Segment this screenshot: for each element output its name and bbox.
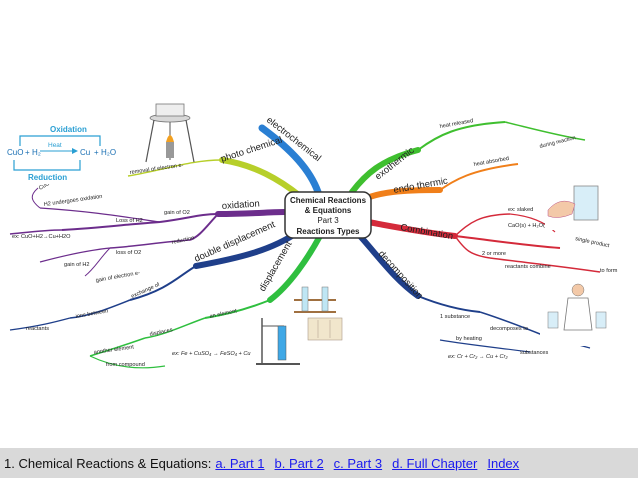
leaf-line-oxidation-2 bbox=[61, 221, 161, 231]
leaf-another-element: another element bbox=[93, 344, 134, 356]
leaf-line-dd-3 bbox=[9, 317, 71, 331]
center-line-2: & Equations bbox=[305, 206, 352, 215]
scientist-illustration bbox=[540, 278, 618, 346]
redox-reduction-label: Reduction bbox=[28, 173, 67, 182]
leaf-line-decomp-2 bbox=[479, 311, 546, 337]
leaf-decomposes-to: decomposes to bbox=[490, 326, 528, 332]
leaf-gain-of-electron: gain of electron e- bbox=[95, 270, 140, 284]
redox-reaction-diagram: Oxidation Heat CuO + H₂ Cu + H₂O Reducti… bbox=[5, 122, 123, 184]
leaf-line-decomp-1 bbox=[417, 295, 481, 313]
leaf-by-heating: by heating bbox=[456, 336, 482, 342]
branch-line-oxidation bbox=[215, 209, 288, 217]
branch-label-combination: Combination bbox=[399, 222, 453, 242]
redox-arrowhead-icon bbox=[72, 148, 78, 154]
redox-h2o: H₂O bbox=[101, 148, 116, 157]
redox-plus-2: + bbox=[94, 148, 99, 157]
footer-link-part-3[interactable]: c. Part 3 bbox=[333, 455, 383, 471]
leaf-gain-of-o2: gain of O2 bbox=[164, 210, 190, 216]
branch-line-electrochemical bbox=[258, 124, 322, 196]
leaf-line-oxidation-3 bbox=[9, 229, 63, 235]
branch-line-decomposition bbox=[357, 233, 421, 299]
leaf-line-oxidation-5 bbox=[31, 187, 41, 209]
leaf-line-oxidation-8 bbox=[84, 247, 111, 277]
leaf-line-dd-1 bbox=[129, 265, 197, 301]
center-line-1: Chemical Reactions bbox=[290, 196, 367, 205]
leaf-displacement-equation: ex: Fe + CuSO₄ → FeSO₄ + Cu bbox=[172, 351, 250, 357]
leaf-line-endo-1 bbox=[439, 163, 519, 191]
redox-oxidation-label: Oxidation bbox=[50, 125, 87, 134]
leaf-substances: substances bbox=[520, 350, 548, 356]
redox-cuo: CuO bbox=[7, 148, 23, 157]
redox-plus-1: + bbox=[25, 148, 30, 157]
footer-link-part-2[interactable]: b. Part 2 bbox=[274, 455, 324, 471]
leaf-loss-of-h2: Loss of H2 bbox=[116, 218, 143, 224]
leaf-line-oxidation-4 bbox=[39, 207, 161, 223]
leaf-h2-undergoes-oxidation: H2 undergoes oxidation bbox=[43, 194, 102, 208]
leaf-line-oxidation-9 bbox=[189, 213, 219, 241]
center-line-4: Reactions Types bbox=[297, 227, 361, 236]
footer-link-part-1[interactable]: a. Part 1 bbox=[215, 455, 265, 471]
leaf-line-comb-2 bbox=[454, 213, 511, 237]
leaf-gain-of-h2: gain of H2 bbox=[64, 262, 90, 268]
leaf-line-oxidation-1 bbox=[159, 213, 219, 223]
redox-h2: H₂ bbox=[32, 148, 41, 157]
branch-label-decomposition: decomposition bbox=[376, 249, 425, 302]
leaf-line-disp-2 bbox=[144, 317, 206, 339]
leaf-line-comb-1 bbox=[454, 235, 561, 249]
beakers-illustration bbox=[307, 317, 343, 341]
branch-label-oxidation: oxidation bbox=[221, 198, 260, 212]
branch-line-photochemical bbox=[219, 157, 303, 199]
leaf-line-oxidation-6 bbox=[109, 239, 191, 249]
branch-label-photochemical: photo chemical bbox=[220, 135, 284, 165]
leaf-heat-released: heat released bbox=[439, 118, 473, 130]
footer-prefix: 1. Chemical Reactions & Equations: bbox=[4, 455, 212, 471]
leaf-to-form: to form bbox=[600, 268, 618, 274]
leaf-ex-cuo: ex: CuO+H2→Cu+H2O bbox=[12, 234, 71, 240]
leaf-line-exo-1 bbox=[417, 121, 506, 151]
leaf-line-comb-4 bbox=[454, 235, 491, 259]
branch-line-exothermic bbox=[349, 147, 421, 195]
footer-link-index[interactable]: Index bbox=[487, 455, 520, 471]
leaf-line-dd-2 bbox=[69, 299, 131, 319]
redox-oxidation-arrow bbox=[19, 135, 101, 146]
leaf-ions-between: ions between bbox=[75, 308, 109, 320]
test-tube-rack-illustration bbox=[292, 286, 338, 316]
redox-heat-label: Heat bbox=[48, 142, 62, 149]
leaf-reduction: reduction bbox=[171, 235, 195, 246]
branch-line-combination bbox=[365, 219, 458, 239]
tripod-burner-illustration bbox=[145, 103, 195, 163]
leaf-line-disp-1 bbox=[204, 299, 271, 319]
leaf-line-disp-3 bbox=[89, 337, 146, 357]
center-node: Chemical Reactions & Equations Part 3 Re… bbox=[284, 191, 372, 239]
leaf-removal-of-electron: removal of electron e- bbox=[129, 162, 184, 175]
leaf-one-substance: 1 substance bbox=[440, 314, 470, 320]
mind-map: Chemical Reactions & Equations Part 3 Re… bbox=[5, 103, 623, 369]
redox-reduction-arrow bbox=[13, 160, 81, 171]
leaf-two-or-more-reactants: 2 or more bbox=[482, 251, 506, 257]
branch-line-displacement bbox=[267, 233, 323, 303]
leaf-line-photochemical bbox=[127, 159, 223, 177]
leaf-line-comb-5 bbox=[489, 257, 601, 273]
redox-cu: Cu bbox=[80, 148, 90, 157]
leaf-from-compound: from compound bbox=[106, 362, 145, 368]
leaf-ex-slaked: ex: slaked bbox=[508, 207, 533, 213]
leaf-displaces: displaces bbox=[149, 327, 173, 338]
leaf-line-exo-2 bbox=[504, 121, 586, 141]
leaf-decomposition-equation: ex: Cr + Cr₂ → Cu + Cr₂ bbox=[448, 354, 508, 360]
leaf-reactants-combine: reactants combine bbox=[505, 264, 551, 270]
footer-bar: 1. Chemical Reactions & Equations: a. Pa… bbox=[0, 448, 638, 478]
beaker-hand-illustration bbox=[545, 182, 623, 230]
lab-stand-illustration bbox=[254, 314, 310, 366]
leaf-line-disp-4 bbox=[89, 355, 166, 369]
center-line-3: Part 3 bbox=[317, 216, 339, 225]
leaf-an-element: an element bbox=[209, 308, 238, 320]
footer-link-full-chapter[interactable]: d. Full Chapter bbox=[392, 455, 478, 471]
leaf-single-product: single product bbox=[575, 236, 611, 249]
leaf-line-decomp-4 bbox=[439, 339, 531, 353]
leaf-during-reaction: during reaction bbox=[539, 135, 576, 150]
leaf-reactants: reactants bbox=[26, 326, 49, 332]
leaf-line-oxidation-7 bbox=[39, 247, 111, 263]
leaf-loss-of-o2: loss of O2 bbox=[116, 250, 141, 256]
